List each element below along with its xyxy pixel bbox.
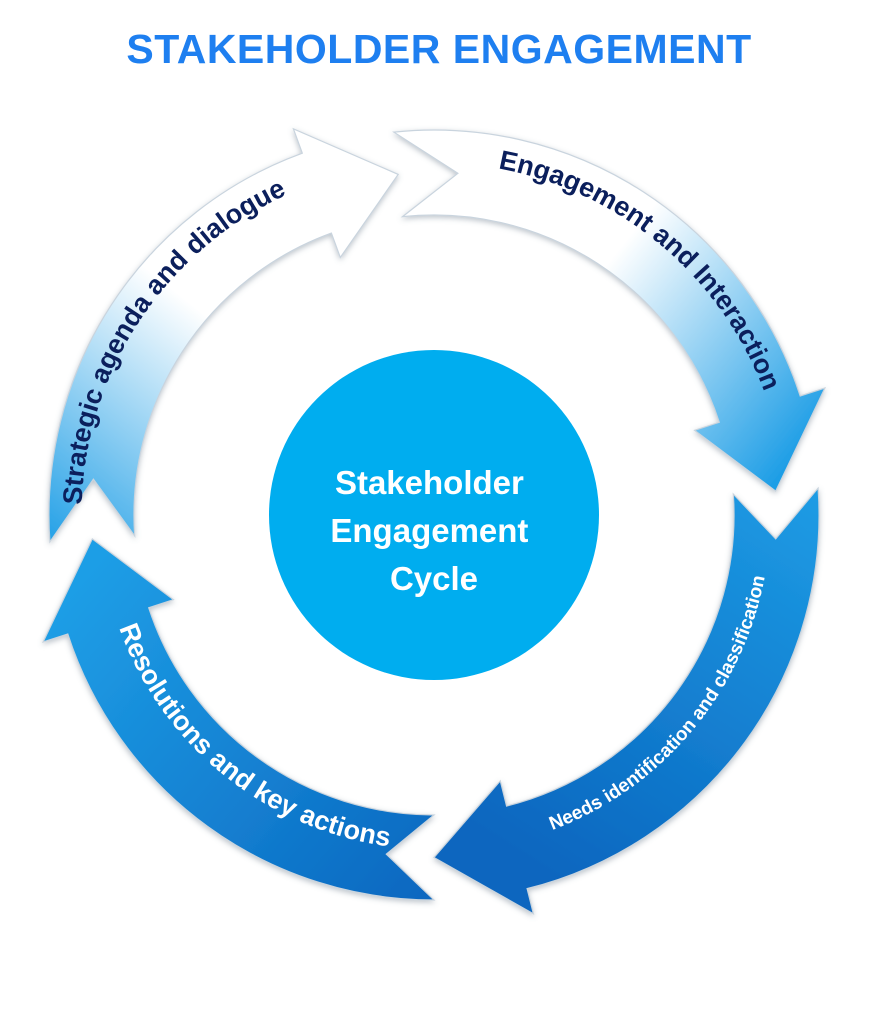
cycle-arrows (41, 127, 827, 916)
arrow-resolutions-actions (41, 537, 436, 901)
center-line-2: Engagement (330, 512, 528, 549)
center-circle (269, 350, 599, 680)
arrow-needs-identification (433, 486, 820, 916)
center-line-3: Cycle (390, 560, 478, 597)
arrow-engagement-interaction (392, 129, 827, 493)
svg-text:Stakeholder Engagement: Stakeholder Engagement Cycle (330, 464, 537, 597)
center-line-1: Stakeholder (335, 464, 524, 501)
arrow-strategic-agenda (48, 127, 400, 544)
page-title: STAKEHOLDER ENGAGEMENT (126, 26, 752, 72)
